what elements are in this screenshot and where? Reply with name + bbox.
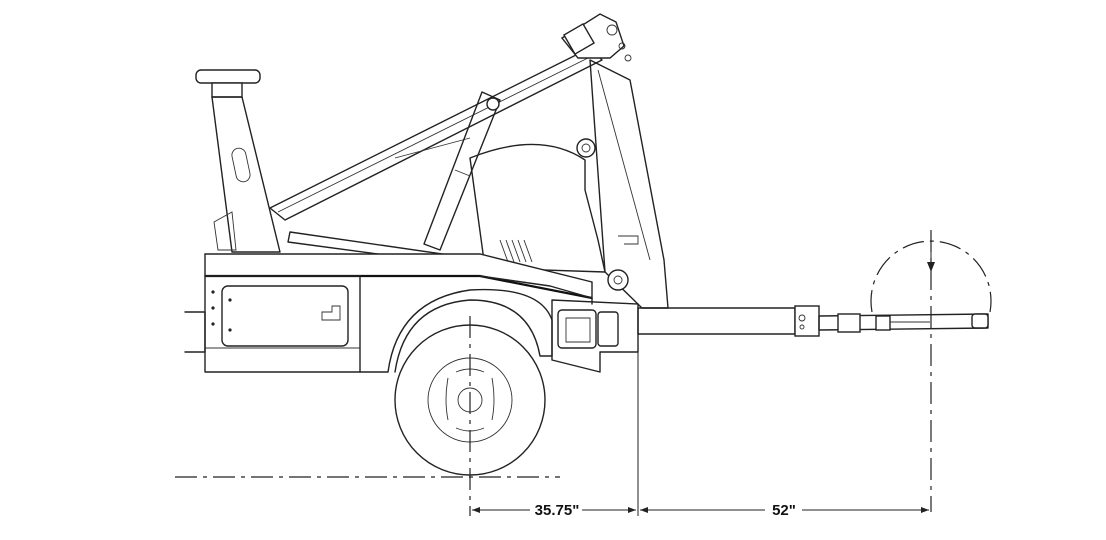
trailer-body [184, 253, 639, 373]
towed-vehicle-tire-outline [870, 230, 992, 512]
dimension-label-hitch-to-lift-point: 52" [772, 502, 796, 519]
tow-arm [637, 305, 989, 337]
dimension-hitch-to-lift-point: 52" [640, 502, 929, 519]
mast-stanchion [195, 69, 281, 253]
hydraulic-hoses [499, 239, 533, 263]
dimension-label-axle-to-hitch: 35.75" [535, 502, 580, 519]
dimension-axle-to-hitch: 35.75" [472, 502, 636, 519]
